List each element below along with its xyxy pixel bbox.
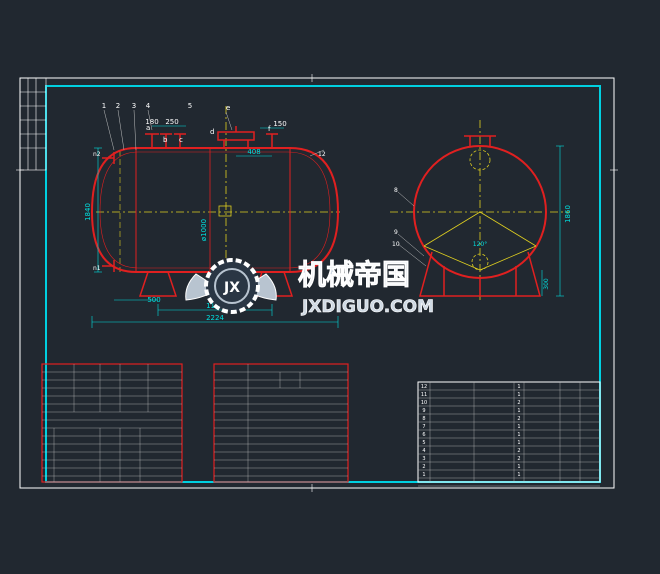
part-callout-5: 5 — [188, 102, 192, 110]
nozzle-top-2 — [160, 133, 172, 148]
side-tag-n2: n2 — [93, 151, 101, 158]
nozzle-tag-f: f — [268, 125, 271, 133]
frame-ticks — [16, 74, 618, 492]
parts-row-qty: 2 — [517, 448, 520, 454]
parts-row-number: 11 — [421, 392, 427, 398]
part-callout-4: 4 — [146, 102, 151, 110]
nozzle-tag-d: d — [210, 128, 214, 136]
nozzle-tag-c: c — [179, 136, 183, 144]
dim-shell-diameter: 1840 — [84, 203, 92, 221]
side-callout-8: 8 — [394, 187, 398, 194]
watermark-badge: JX — [223, 280, 240, 296]
left-title-strip — [19, 77, 47, 171]
front-view: 2224 1120 500 1840 ø1000 408 180 250 150… — [84, 102, 340, 328]
watermark-text-en: JXDIGUO.COM — [301, 297, 434, 317]
side-tag-n1: n1 — [93, 265, 101, 272]
nozzle-top-4 — [266, 133, 278, 148]
outer-frame — [19, 77, 615, 489]
dim-nozzle-2: 250 — [165, 118, 178, 126]
nozzle-tag-a: a — [146, 124, 150, 132]
front-dimension-lines — [91, 125, 339, 328]
part-callout-3: 3 — [132, 102, 136, 110]
side-view: 1860 120° 300 8 9 10 — [390, 120, 572, 300]
side-tag-12: 12 — [318, 151, 326, 158]
parts-row-qty: 1 — [517, 392, 520, 398]
dim-nozzle-1: 180 — [145, 118, 158, 126]
parts-row-qty: 2 — [517, 400, 520, 406]
technical-data-table — [41, 363, 183, 483]
manhole — [217, 126, 255, 148]
side-dimension-lines — [541, 145, 564, 297]
dim-support-edge: 500 — [147, 296, 160, 304]
vessel-shell — [90, 147, 340, 273]
side-callout-9: 9 — [394, 229, 398, 236]
side-manhole-circle — [469, 149, 491, 171]
parts-row-number: 9 — [422, 408, 425, 414]
dim-nozzle-3: 150 — [273, 120, 286, 128]
parts-row-qty: 1 — [517, 472, 520, 478]
dim-manhole-offset: 408 — [247, 148, 260, 156]
parts-row-qty: 1 — [517, 424, 520, 430]
side-dim-height: 1860 — [564, 205, 572, 223]
parts-row-number: 1 — [422, 472, 425, 478]
center-mark — [218, 205, 232, 217]
parts-row-qty: 1 — [517, 384, 520, 390]
parts-row-qty: 1 — [517, 408, 520, 414]
parts-row-number: 3 — [422, 456, 425, 462]
parts-row-number: 10 — [421, 400, 427, 406]
parts-row-number: 7 — [422, 424, 425, 430]
nozzle-tag-b: b — [163, 136, 168, 144]
parts-row-qty: 2 — [517, 416, 520, 422]
watermark-logo: JX 机械帝国 JXDIGUO.COM — [185, 258, 434, 317]
parts-row-qty: 1 — [517, 432, 520, 438]
part-callout-1: 1 — [102, 102, 106, 110]
part-callout-2: 2 — [116, 102, 120, 110]
nozzle-left-upper — [102, 152, 115, 164]
technical-requirements-table — [213, 363, 349, 483]
parts-row-number: 5 — [422, 440, 425, 446]
side-top-nozzles — [464, 135, 496, 146]
side-dim-angle: 120° — [473, 241, 487, 248]
side-callout-leaders — [397, 191, 427, 267]
parts-row-number: 8 — [422, 416, 425, 422]
parts-row-number: 4 — [422, 448, 425, 454]
parts-row-qty: 1 — [517, 464, 520, 470]
side-saddle-support — [419, 251, 541, 297]
side-dim-support: 300 — [543, 278, 550, 290]
side-callout-10: 10 — [392, 241, 400, 248]
side-angle-lines — [423, 211, 537, 271]
vessel-inner-line — [99, 151, 331, 269]
parts-row-number: 12 — [421, 384, 427, 390]
nozzle-top-3 — [174, 133, 186, 148]
dim-center-mark: ø1000 — [200, 219, 208, 241]
saddle-support-left — [138, 271, 178, 297]
nozzle-tag-e: e — [226, 104, 230, 112]
nozzle-left-lower — [102, 260, 115, 272]
nozzle-top-1 — [145, 133, 159, 148]
parts-row-qty: 1 — [517, 440, 520, 446]
parts-row-qty: 2 — [517, 456, 520, 462]
part-callout-leaders — [103, 109, 325, 157]
watermark-text-cn: 机械帝国 — [298, 258, 410, 291]
dim-overall-length: 2224 — [206, 314, 224, 322]
parts-row-number: 2 — [422, 464, 425, 470]
parts-row-number: 6 — [422, 432, 425, 438]
watermark-gear-inner — [214, 268, 250, 304]
